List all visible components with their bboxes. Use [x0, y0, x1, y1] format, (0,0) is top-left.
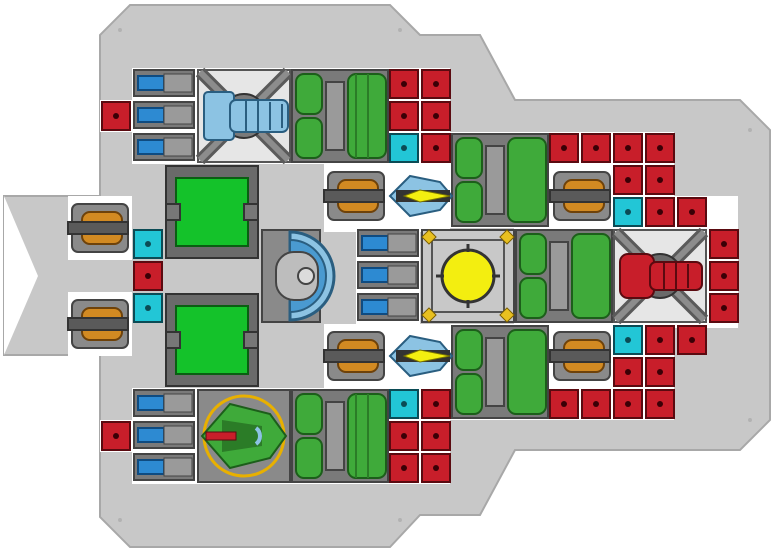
- thruster-stack-mid: [357, 229, 419, 321]
- thruster-stack-top: [133, 69, 195, 161]
- fuel-tank-top: [291, 69, 389, 163]
- shield-block-cores: [145, 145, 631, 407]
- cannon-right-bottom: [549, 331, 611, 381]
- fuel-tank-mid-right: [515, 229, 613, 323]
- hull-notch: [4, 196, 38, 355]
- fuel-tank-bottom: [291, 389, 389, 483]
- hull-rivets: [118, 28, 752, 522]
- fighter-bay-icon: [197, 389, 291, 483]
- cargo-container-icon: [165, 165, 259, 387]
- fuel-tank-upper-right: [451, 133, 549, 227]
- missile-launcher-icon: [388, 174, 454, 378]
- missile-bottom: [388, 334, 454, 378]
- cannon-left-bottom: [67, 299, 129, 349]
- cannon-left-top: [67, 203, 129, 253]
- armor-block-icon: [101, 69, 739, 483]
- fuel-tank-lower-right: [451, 325, 549, 419]
- cockpit-icon: [261, 229, 336, 323]
- laser-turret-icon: [611, 227, 709, 325]
- armor-block-bolts: [113, 81, 727, 471]
- missile-top: [388, 174, 454, 218]
- fuel-tank-icon: [291, 69, 613, 483]
- cannon-turret-icon: [67, 171, 611, 381]
- cannon-center-bottom: [323, 331, 385, 381]
- drill-turret-icon: [195, 67, 293, 165]
- cannon-right-top: [549, 171, 611, 221]
- thruster-icon: [133, 69, 419, 481]
- cannon-center-top: [323, 171, 385, 221]
- reactor-core-icon: [421, 229, 515, 323]
- thruster-stack-bottom: [133, 389, 195, 481]
